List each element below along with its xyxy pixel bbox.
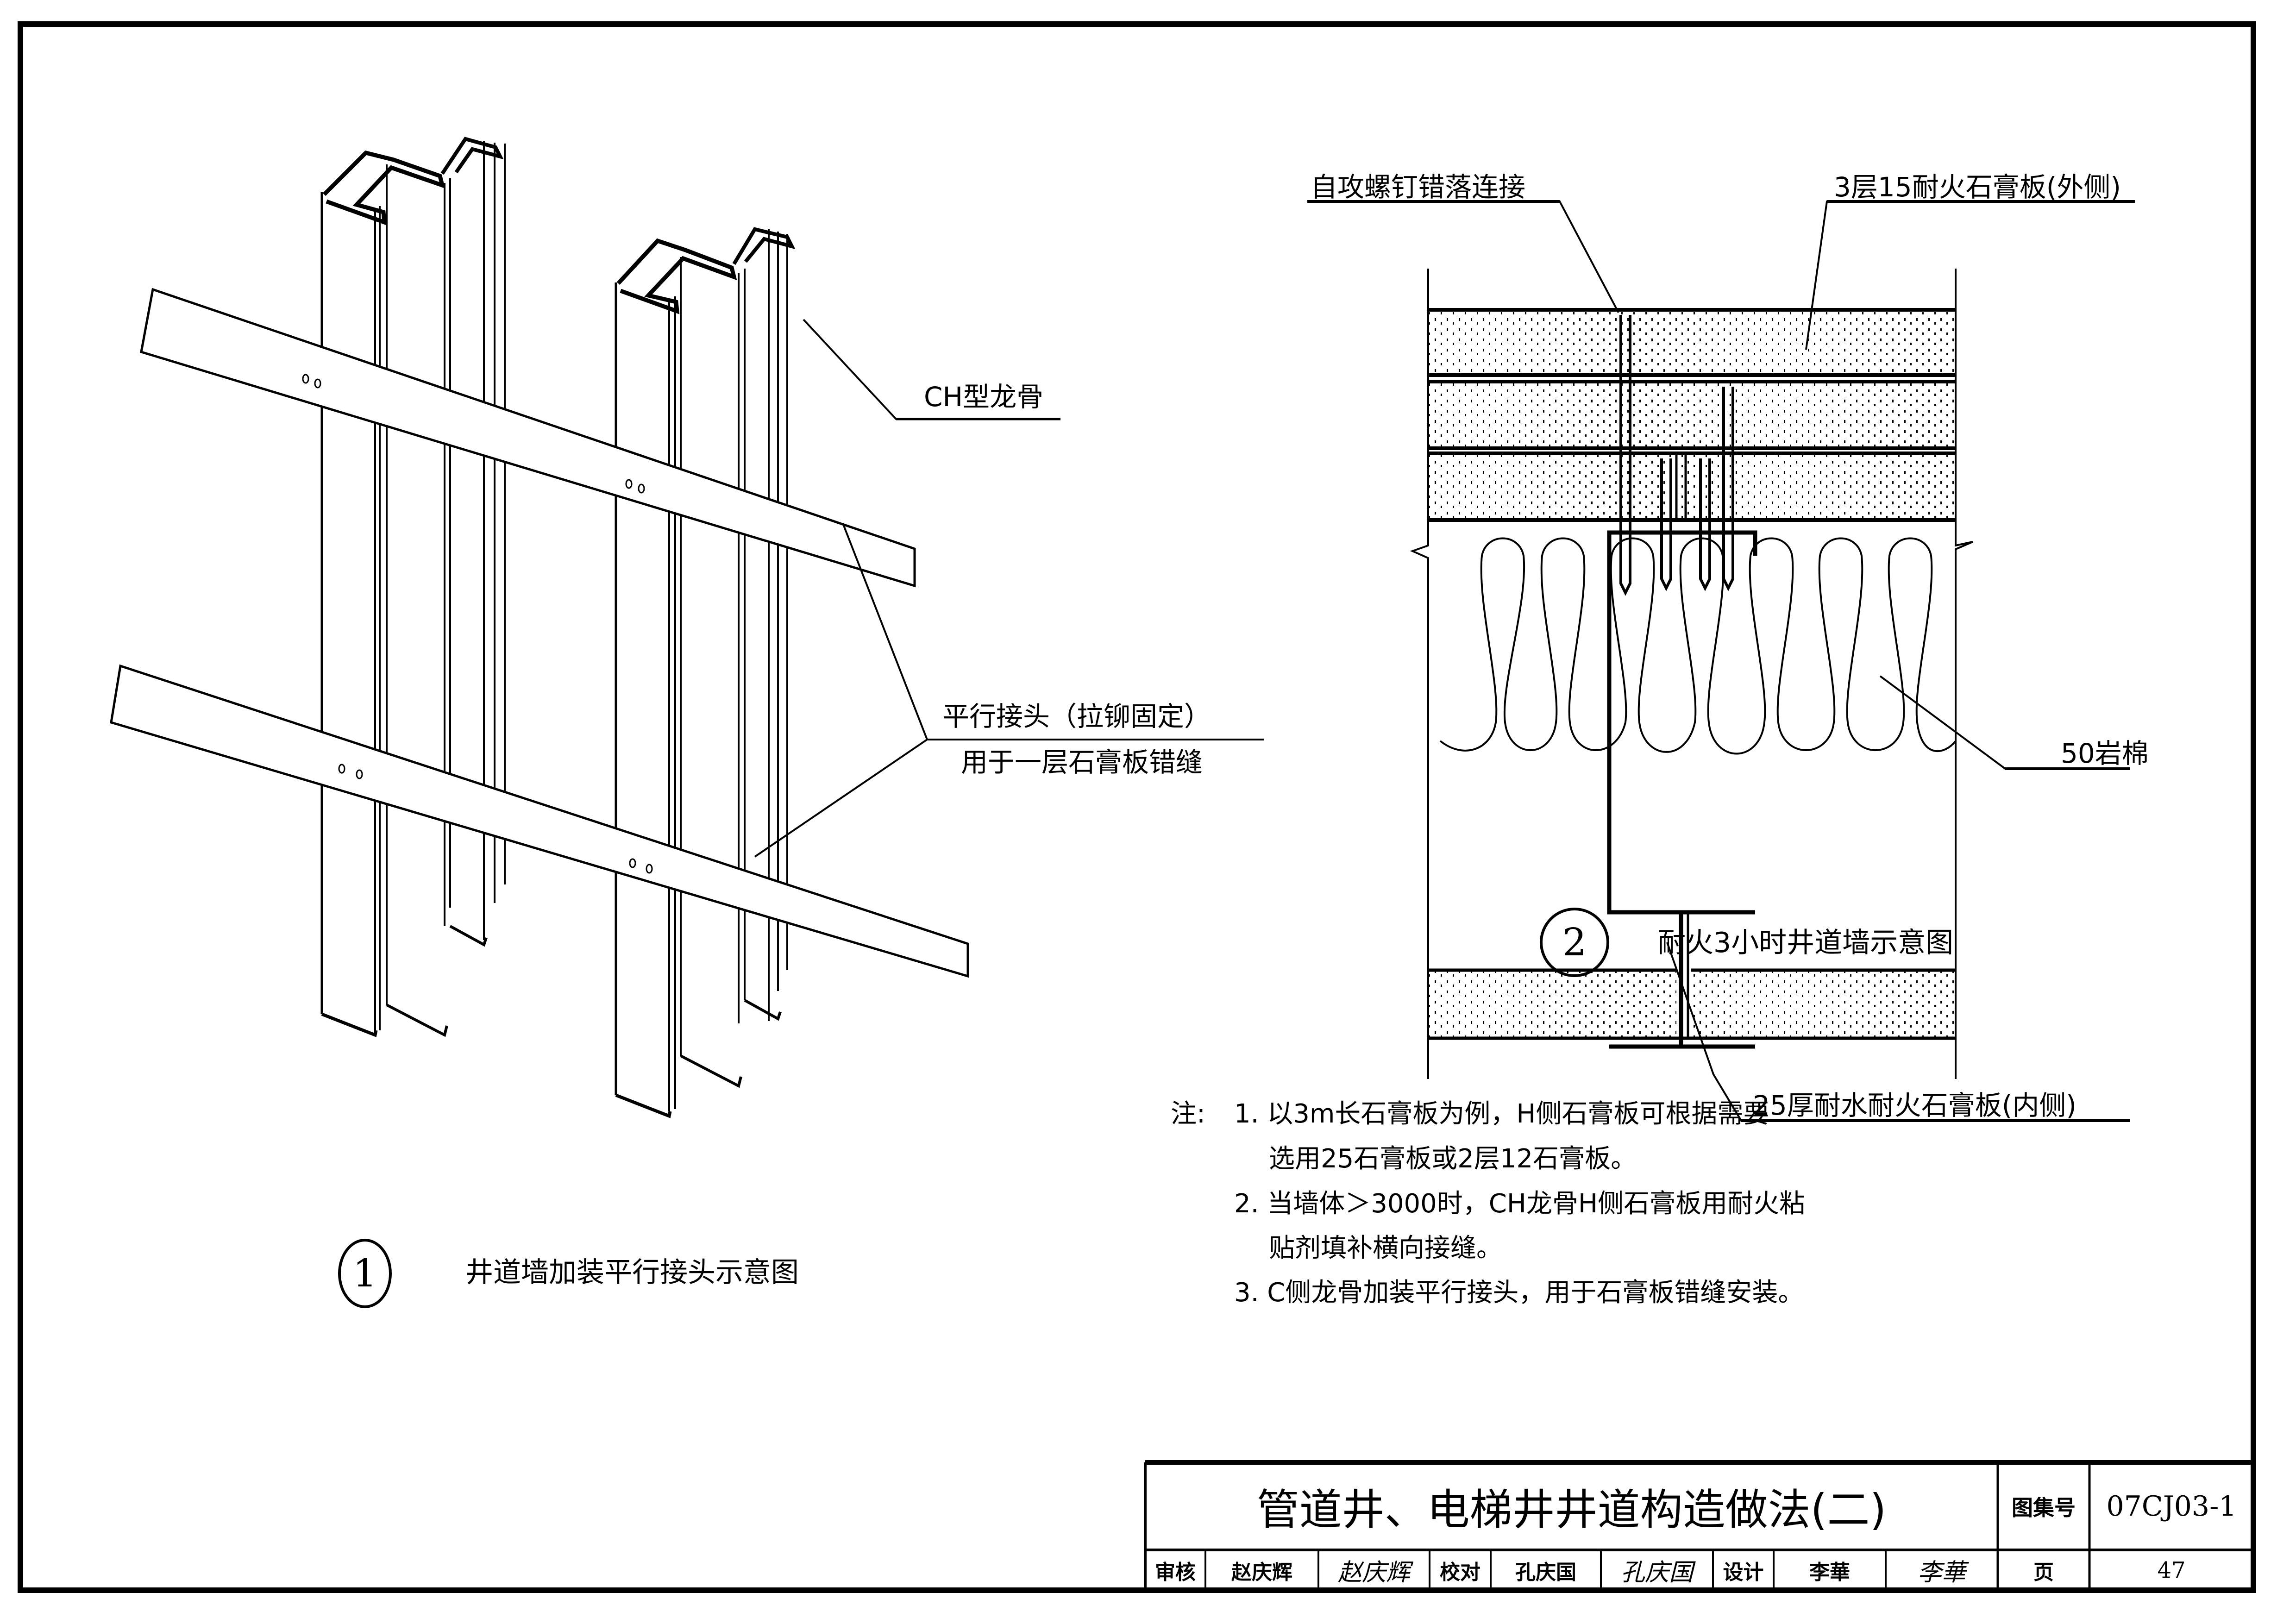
sheet-frame: [18, 21, 2256, 1593]
inner-gypsum-board-left: [1428, 970, 1676, 1038]
ch-stud-right: [615, 227, 796, 1118]
figure1-leaders: [754, 319, 1264, 858]
rivet-hole: [638, 483, 645, 494]
right-wall-edge: [1955, 269, 1973, 1079]
outer-gypsum-layer-2: [1428, 382, 1956, 448]
figure1-number-badge: 1: [338, 1239, 392, 1308]
rivet-hole: [338, 764, 345, 774]
note-item: 2. 当墙体＞3000时，CH龙骨H侧石膏板用耐火粘: [1234, 1189, 1806, 1219]
label-parallel-joint-purpose: 用于一层石膏板错缝: [961, 746, 1203, 778]
parallel-joint-lower: [110, 664, 969, 978]
reviewer-signature: 赵庆辉: [1337, 1559, 1410, 1587]
label-parallel-joint: 平行接头（拉铆固定）: [942, 701, 1211, 732]
rivet-hole: [629, 858, 636, 868]
label-outer-board: 3层15耐火石膏板(外侧): [1834, 171, 2121, 203]
rivet-hole: [314, 378, 321, 389]
left-wall-edge: [1410, 269, 1429, 1079]
label-inner-board: 25厚耐水耐火石膏板(内侧): [1753, 1090, 2077, 1121]
checker-signature: 孔庆国: [1620, 1559, 1693, 1587]
rivet-hole: [625, 479, 633, 489]
page-number: 47: [2157, 1557, 2186, 1583]
rivet-hole: [302, 374, 309, 384]
figure2-caption: 耐火3小时井道墙示意图: [1658, 927, 1954, 959]
figure1-drawing: [110, 137, 1264, 1118]
checker-name: 孔庆国: [1515, 1560, 1576, 1584]
figure2-number: 2: [1562, 920, 1587, 965]
rivet-hole: [356, 769, 363, 779]
figure1-number: 1: [352, 1251, 377, 1296]
note-item: 选用25石膏板或2层12石膏板。: [1269, 1144, 1637, 1174]
page-label: 页: [2033, 1560, 2054, 1584]
label-insulation: 50岩棉: [2061, 738, 2149, 769]
figure2-drawing: [1307, 200, 2135, 1122]
title-block-frame: [1144, 1460, 2253, 1590]
self-tapping-screws: [1619, 315, 1734, 596]
note-item: 1. 以3m长石膏板为例，H侧石膏板可根据需要: [1234, 1099, 1769, 1129]
label-screws: 自攻螺钉错落连接: [1311, 171, 1526, 203]
notes-prefix: 注:: [1171, 1099, 1205, 1129]
review-label: 审核: [1155, 1560, 1196, 1584]
rivet-hole: [646, 864, 653, 874]
inner-gypsum-board-right: [1691, 970, 1956, 1038]
figure2-leaders: [1307, 200, 2135, 1122]
figure2-number-badge: 2: [1540, 908, 1609, 977]
ch-stud-section: [1607, 452, 1757, 1049]
note-item: 3. C侧龙骨加装平行接头，用于石膏板错缝安装。: [1234, 1278, 1804, 1308]
designer-name: 李華: [1809, 1560, 1850, 1584]
figure1-caption: 井道墙加装平行接头示意图: [465, 1256, 799, 1289]
check-label: 校对: [1440, 1560, 1480, 1584]
note-item: 贴剂填补横向接缝。: [1269, 1233, 1502, 1263]
atlas-number: 07CJ03-1: [2106, 1490, 2237, 1523]
ch-stud-left: [320, 137, 506, 1037]
outer-gypsum-layer-1: [1428, 310, 1956, 375]
designer-signature: 李華: [1917, 1559, 1966, 1587]
outer-gypsum-layer-3: [1428, 453, 1956, 520]
parallel-joint-upper: [140, 288, 916, 588]
atlas-number-label: 图集号: [2012, 1495, 2076, 1520]
design-label: 设计: [1723, 1560, 1764, 1584]
rock-wool-batt: [1439, 537, 1957, 755]
drawing-title: 管道井、电梯井井道构造做法(二): [1256, 1485, 1887, 1535]
label-ch-stud: CH型龙骨: [924, 381, 1044, 413]
reviewer-name: 赵庆辉: [1231, 1560, 1292, 1584]
